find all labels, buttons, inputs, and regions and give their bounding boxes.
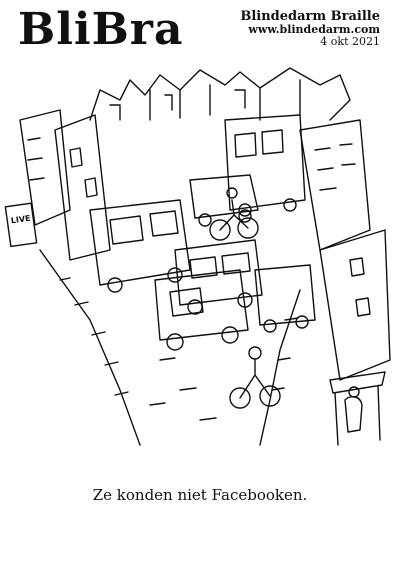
vendor-person xyxy=(344,396,363,433)
street-left-edge xyxy=(39,249,141,446)
vendor-awning xyxy=(329,371,386,394)
bicycle-front-wheel xyxy=(209,219,231,241)
right-building-lower xyxy=(319,229,391,381)
tram xyxy=(224,114,306,211)
masthead-date: 4 okt 2021 xyxy=(320,35,380,49)
van xyxy=(89,199,191,286)
car-middle xyxy=(174,239,263,306)
masthead-subtitle: Blindedarm Braille xyxy=(240,9,380,24)
masthead-website: www.blindedarm.com xyxy=(248,23,380,37)
street-right-edge xyxy=(259,289,301,446)
street-cartoon: LIVE xyxy=(4,67,391,446)
live-sign-text: LIVE xyxy=(10,214,31,226)
car-top xyxy=(189,174,259,219)
masthead-meta: Blindedarm Braille www.blindedarm.com 4 … xyxy=(240,9,380,49)
left-building-tall xyxy=(54,114,111,261)
jeep xyxy=(154,269,249,341)
masthead-title: BliBra xyxy=(18,4,184,55)
skyline xyxy=(89,67,351,121)
left-building xyxy=(19,109,71,226)
car-right xyxy=(254,264,316,326)
caption: Ze konden niet Facebooken. xyxy=(92,486,308,504)
tricycle-wheel xyxy=(229,387,251,409)
live-sign-board xyxy=(4,202,38,248)
right-building xyxy=(299,119,371,251)
bicycle-rear-wheel xyxy=(237,217,259,239)
